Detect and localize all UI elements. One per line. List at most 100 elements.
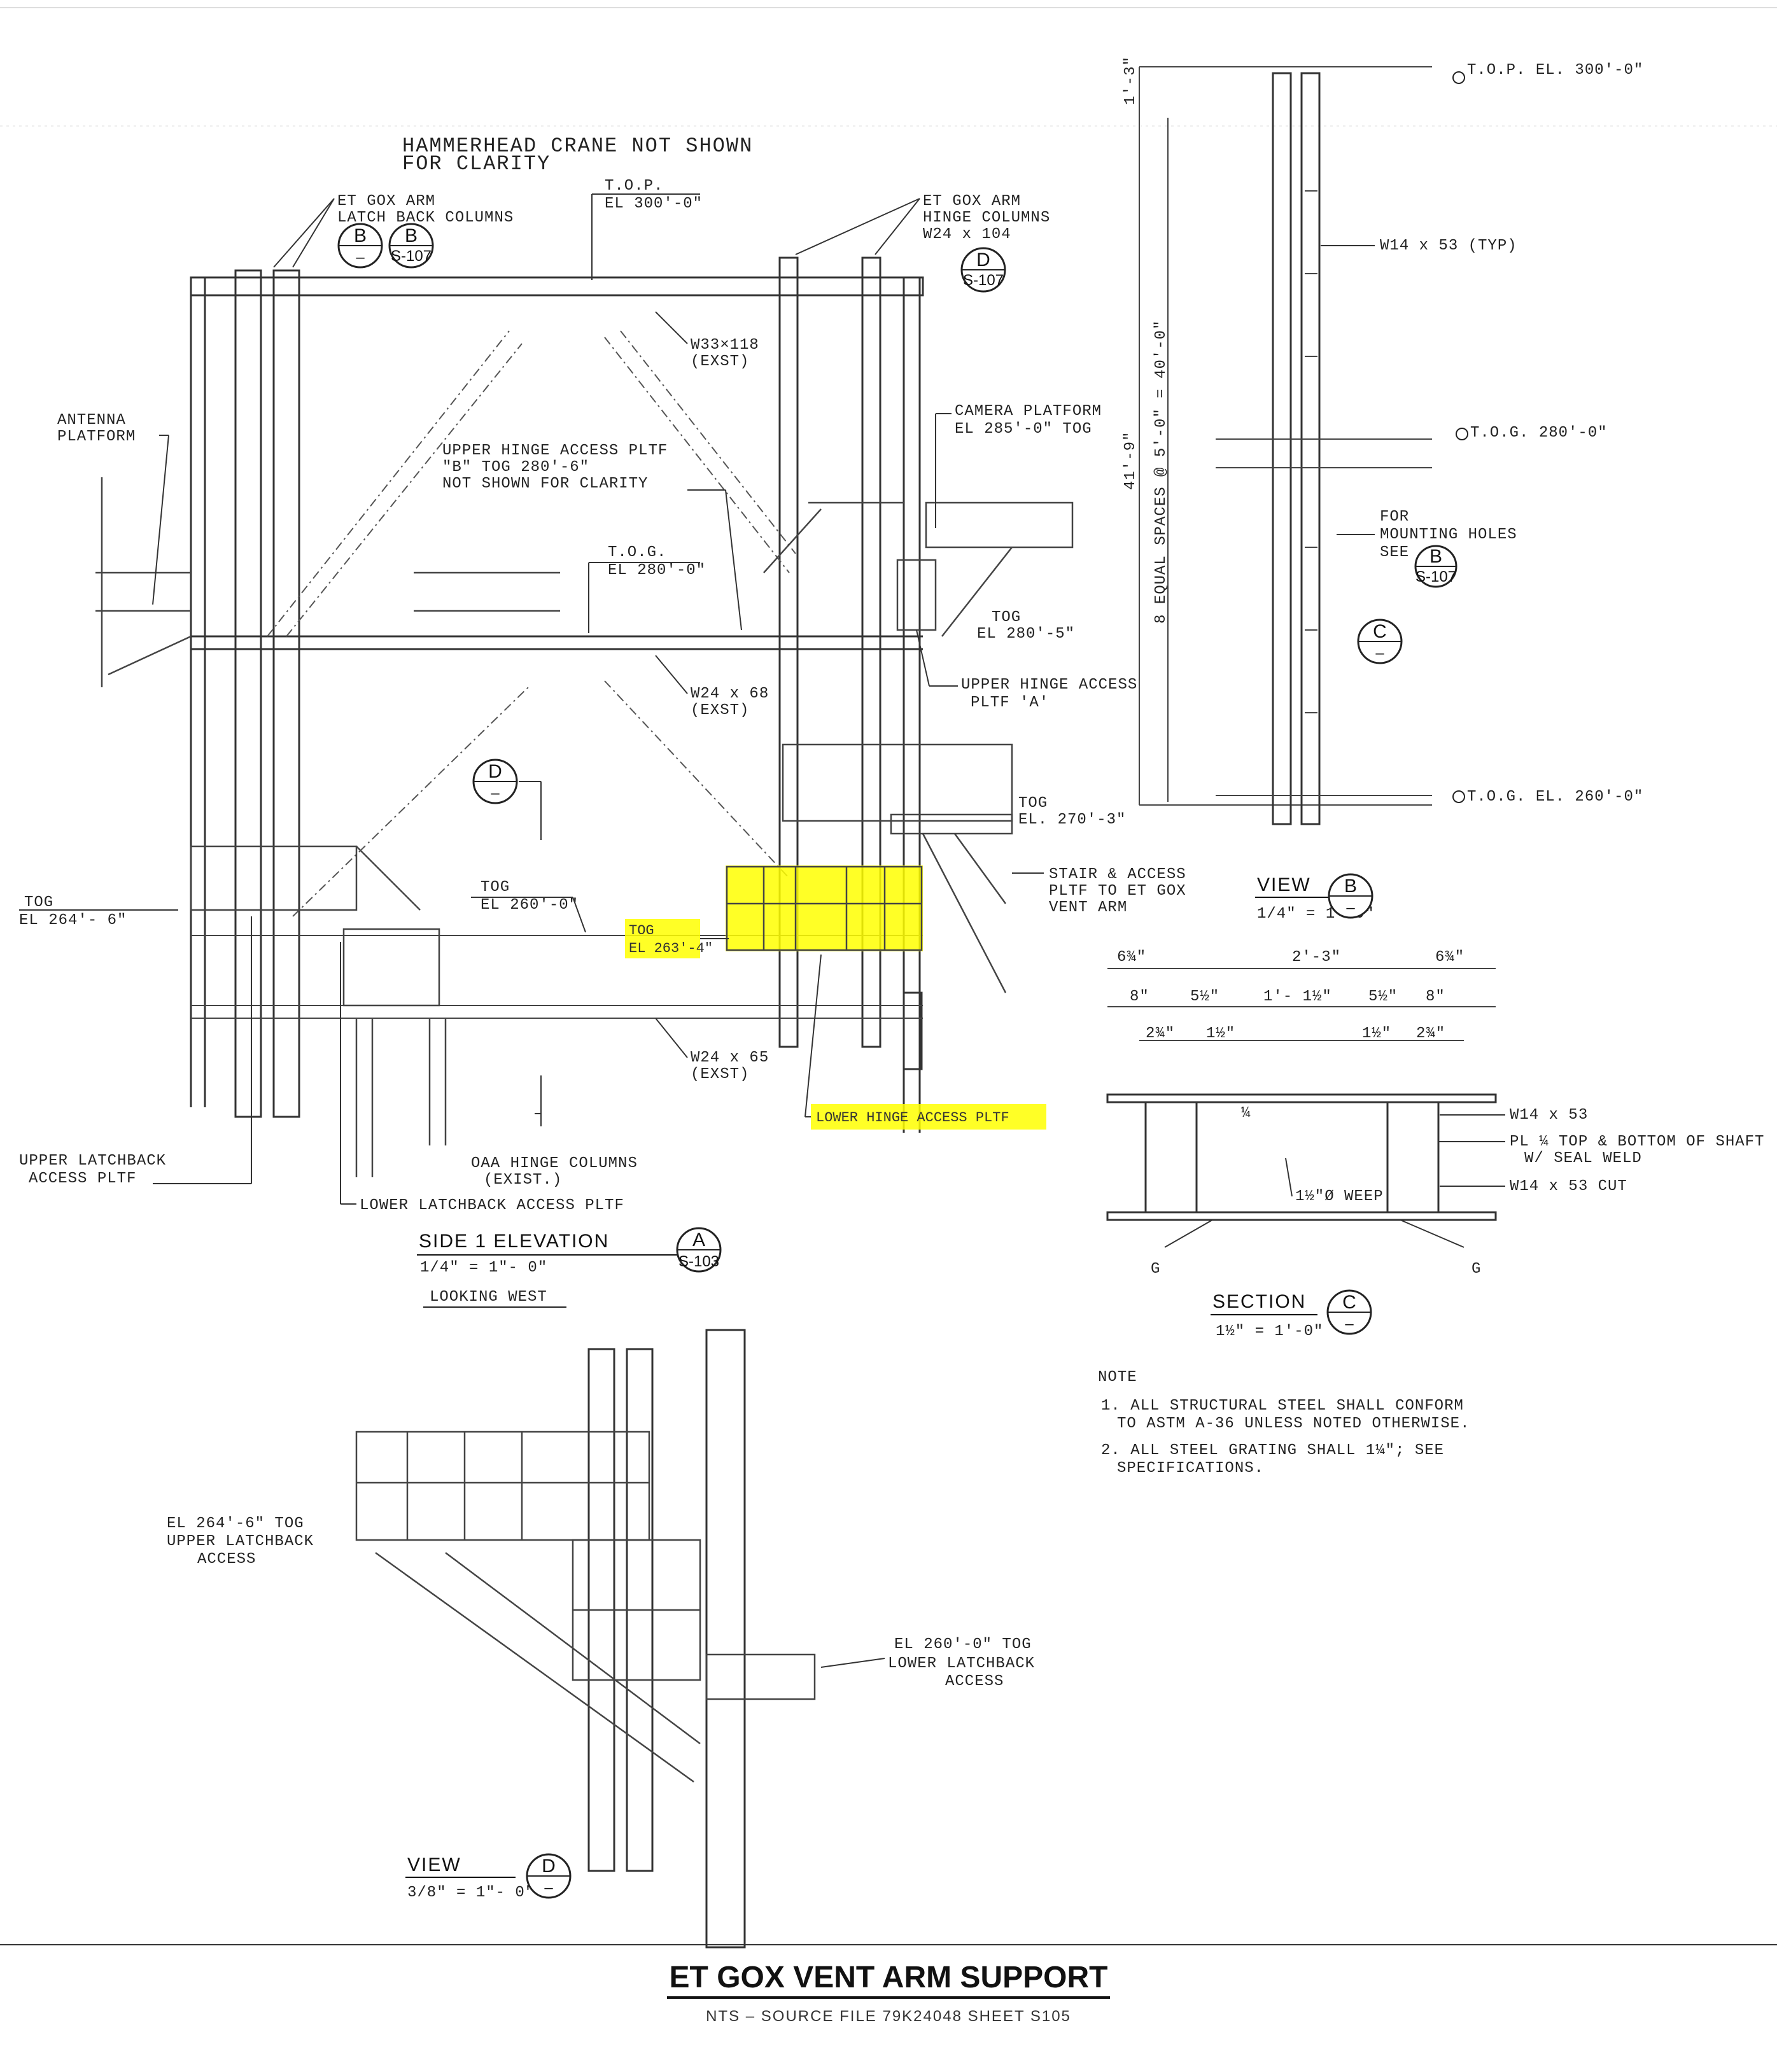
- svg-text:B: B: [354, 225, 367, 246]
- view-d-lower-platform: [705, 1653, 816, 1700]
- label-lower-hinge: LOWER HINGE ACCESS PLTF: [816, 1110, 1009, 1126]
- latch-back-column-2: [272, 269, 300, 1118]
- elevation-looking: LOOKING WEST: [430, 1289, 547, 1306]
- section-w14-left: [1144, 1101, 1198, 1214]
- section-c-title: SECTION: [1212, 1291, 1306, 1312]
- tag-top-label: T.O.P.: [605, 178, 663, 195]
- label-w24-65: W24 x 65: [691, 1049, 769, 1067]
- svg-text:S-107: S-107: [1415, 568, 1456, 585]
- view-d-scale: 3/8" = 1"- 0": [407, 1884, 535, 1901]
- svg-text:2¾": 2¾": [1416, 1025, 1445, 1042]
- label-upper-hinge-a-1: UPPER HINGE ACCESS: [961, 676, 1137, 694]
- svg-text:D: D: [976, 249, 990, 270]
- label-lower-latch: LOWER LATCHBACK ACCESS PLTF: [360, 1197, 624, 1214]
- label-tog-2805: TOG: [992, 609, 1021, 626]
- label-section-pl-1: PL ¼ TOP & BOTTOM OF SHAFT: [1510, 1133, 1764, 1151]
- svg-text:EL 280'-5": EL 280'-5": [977, 626, 1075, 643]
- label-section-pl-2: W/ SEAL WELD: [1524, 1150, 1642, 1167]
- note-crane-line1: HAMMERHEAD CRANE NOT SHOWN: [402, 134, 753, 158]
- label-tog-2703: TOG: [1018, 795, 1048, 812]
- section-c-scale: 1½" = 1'-0": [1216, 1323, 1323, 1340]
- view-b-title: VIEW: [1257, 874, 1311, 895]
- title-block: ET GOX VENT ARM SUPPORT NTS – SOURCE FIL…: [0, 1960, 1777, 2026]
- tog-2634-highlight: [625, 919, 700, 958]
- svg-text:–: –: [356, 249, 365, 266]
- label-tog-2646: TOG: [24, 894, 53, 911]
- hinge-column-1: [778, 256, 799, 1048]
- note-item-2-cont: SPECIFICATIONS.: [1117, 1460, 1264, 1477]
- label-view-d-lower-2: LOWER LATCHBACK: [888, 1655, 1035, 1672]
- label-view-d-lower-1: EL 260'-0" TOG: [894, 1636, 1032, 1653]
- label-hinge-columns-2: HINGE COLUMNS: [923, 209, 1050, 227]
- stair-stringer: [922, 833, 1007, 993]
- label-view-b-tog280: T.O.G. 280'-0": [1470, 424, 1608, 442]
- svg-text:B: B: [1429, 546, 1442, 567]
- label-upper-hinge-b-2: "B" TOG 280'-6": [442, 459, 589, 476]
- label-w24-68: W24 x 68: [691, 685, 769, 703]
- svg-text:C: C: [1373, 621, 1387, 642]
- svg-text:1½": 1½": [1206, 1025, 1235, 1042]
- elev-marker-280: [1456, 428, 1468, 440]
- label-upper-latch-2: ACCESS PLTF: [29, 1170, 136, 1187]
- section-top-plate: [1106, 1093, 1497, 1103]
- label-hinge-columns-3: W24 x 104: [923, 226, 1011, 243]
- label-upper-hinge-a-2: PLTF 'A': [971, 694, 1049, 711]
- label-view-b-mounting-3: SEE: [1380, 544, 1409, 561]
- label-section-weep: 1½"Ø WEEP: [1295, 1188, 1384, 1205]
- svg-text:S-103: S-103: [678, 1253, 719, 1270]
- section-mark-right: G: [1471, 1261, 1481, 1278]
- note-heading: NOTE: [1098, 1369, 1137, 1386]
- general-notes: NOTE 1. ALL STRUCTURAL STEEL SHALL CONFO…: [1098, 1369, 1469, 1477]
- view-b: T.O.P. EL. 300'-0" W14 x 53 (TYP) T.O.G.…: [1122, 56, 1643, 923]
- label-section-cut: W14 x 53 CUT: [1510, 1178, 1627, 1195]
- label-view-b-mounting-2: MOUNTING HOLES: [1380, 526, 1517, 543]
- top-beam: [190, 276, 924, 297]
- brace-lower-right: [604, 680, 790, 879]
- svg-text:(EXST): (EXST): [691, 702, 749, 719]
- view-d-brace-1: [375, 1551, 694, 1783]
- lower-hinge-highlight: [726, 865, 923, 951]
- label-view-b-top: T.O.P. EL. 300'-0": [1467, 62, 1643, 79]
- label-upper-hinge-b-1: UPPER HINGE ACCESS PLTF: [442, 442, 668, 459]
- lower-hinge-access-platform: [726, 865, 923, 951]
- elev-marker-top: [1452, 71, 1465, 84]
- dim-top-center: 2'-3": [1292, 949, 1341, 966]
- weld-symbol: ¼: [1241, 1105, 1251, 1122]
- label-antenna-1: ANTENNA: [57, 412, 126, 429]
- section-w14-right: [1386, 1101, 1440, 1214]
- upper-latchback-platform: [190, 845, 358, 911]
- svg-text:–: –: [544, 1879, 553, 1896]
- label-camera-platform: CAMERA PLATFORM: [955, 403, 1102, 420]
- cut-marker-d-letter: D: [488, 761, 502, 782]
- svg-text:D: D: [542, 1856, 556, 1877]
- section-bottom-plate: [1106, 1211, 1497, 1221]
- label-view-d-lower-3: ACCESS: [945, 1673, 1004, 1690]
- label-hinge-columns-1: ET GOX ARM: [923, 193, 1021, 210]
- sheet-title: ET GOX VENT ARM SUPPORT: [666, 1960, 1111, 1999]
- label-view-b-w14: W14 x 53 (TYP): [1380, 237, 1517, 255]
- svg-text:8": 8": [1426, 988, 1445, 1005]
- svg-text:B: B: [405, 225, 418, 246]
- label-view-d-upper-3: ACCESS: [197, 1551, 256, 1568]
- label-latch-columns-1: ET GOX ARM: [337, 193, 435, 210]
- label-tog-2634: TOG: [629, 923, 654, 939]
- column-w14-left: [1272, 72, 1292, 825]
- label-tog-280: T.O.G.: [608, 544, 666, 561]
- label-latch-columns-2: LATCH BACK COLUMNS: [337, 209, 514, 227]
- camera-stair: [763, 508, 822, 573]
- svg-text:B: B: [1344, 876, 1357, 897]
- svg-text:S-107: S-107: [391, 248, 432, 265]
- dim-view-b-total: 41'-9": [1122, 431, 1139, 490]
- dim-top-left: 6¾": [1117, 949, 1146, 966]
- svg-text:C: C: [1342, 1292, 1356, 1313]
- side-elevation: D – HAMMERHEAD CRANE NOT SHOWN FOR CLARI…: [19, 134, 1186, 1308]
- svg-text:EL. 270'-3": EL. 270'-3": [1018, 811, 1126, 829]
- svg-text:S-107: S-107: [963, 272, 1004, 289]
- stair-platform: [782, 743, 1013, 822]
- label-antenna-2: PLATFORM: [57, 428, 136, 445]
- latch-back-column-1: [234, 269, 262, 1118]
- section-c: 6¾" 2'-3" 6¾" 8" 5½" 1'- 1½" 5½" 8" 2¾" …: [1106, 949, 1764, 1340]
- svg-text:EL 263'-4": EL 263'-4": [629, 941, 713, 956]
- label-w33: W33×118: [691, 337, 759, 354]
- label-tog-260: TOG: [481, 879, 510, 896]
